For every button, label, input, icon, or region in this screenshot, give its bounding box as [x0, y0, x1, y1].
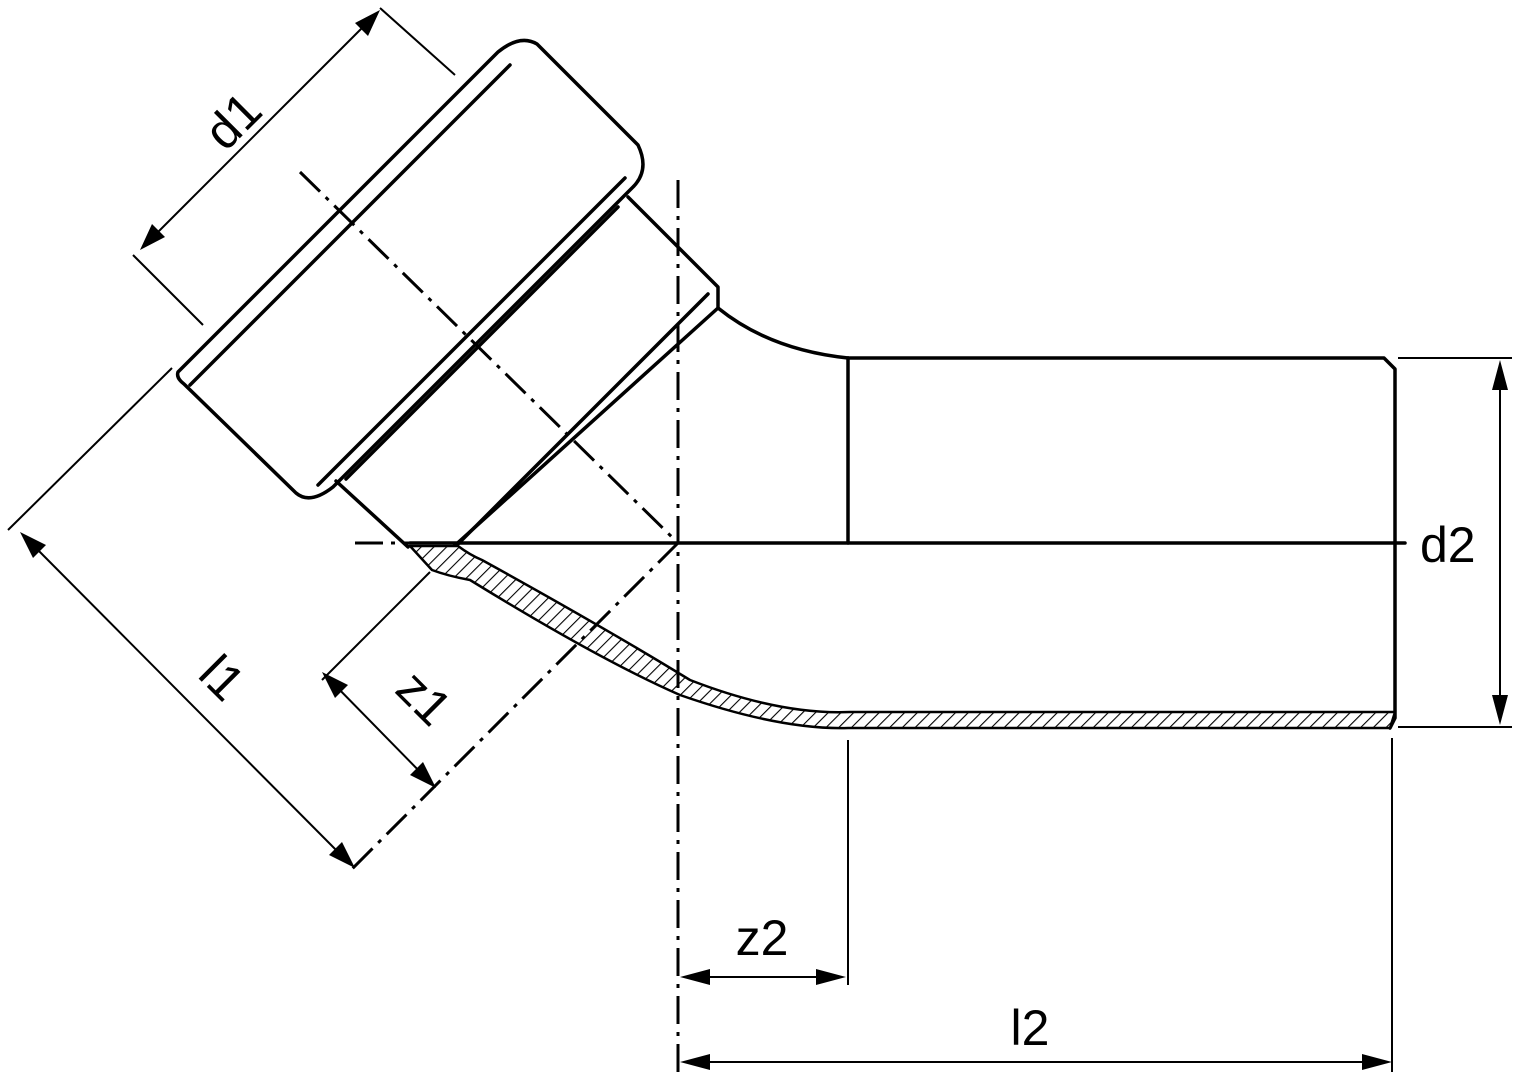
socket-collar-edge-bottom	[316, 176, 627, 487]
socket-bore-line	[456, 292, 710, 546]
label-l1: l1	[188, 644, 255, 711]
label-l2: l2	[1011, 1000, 1050, 1056]
label-d2: d2	[1420, 517, 1476, 573]
bend-outer-curve	[716, 306, 850, 360]
pipe-wall-section	[407, 544, 1397, 730]
label-z1: z1	[386, 660, 463, 737]
socket-spigot-outline	[334, 195, 720, 550]
centre-lines	[298, 170, 680, 1080]
dimension-z1: z1	[321, 571, 463, 788]
dimension-z2: z2	[680, 740, 849, 985]
dimension-l2: l2	[680, 738, 1393, 1072]
dimension-d2: d2	[1398, 357, 1512, 728]
pipe-body	[407, 306, 1407, 730]
socket-collar-outline	[175, 38, 645, 500]
socket-centre-line	[298, 170, 680, 545]
socket-inner-line	[344, 205, 620, 481]
z1-reference-line	[346, 541, 680, 875]
label-z2: z2	[736, 910, 789, 966]
dimension-l1: l1	[7, 367, 355, 868]
socket-collar-edge-top	[188, 63, 512, 387]
label-d1: d1	[194, 82, 273, 161]
inclined-socket	[175, 38, 720, 550]
